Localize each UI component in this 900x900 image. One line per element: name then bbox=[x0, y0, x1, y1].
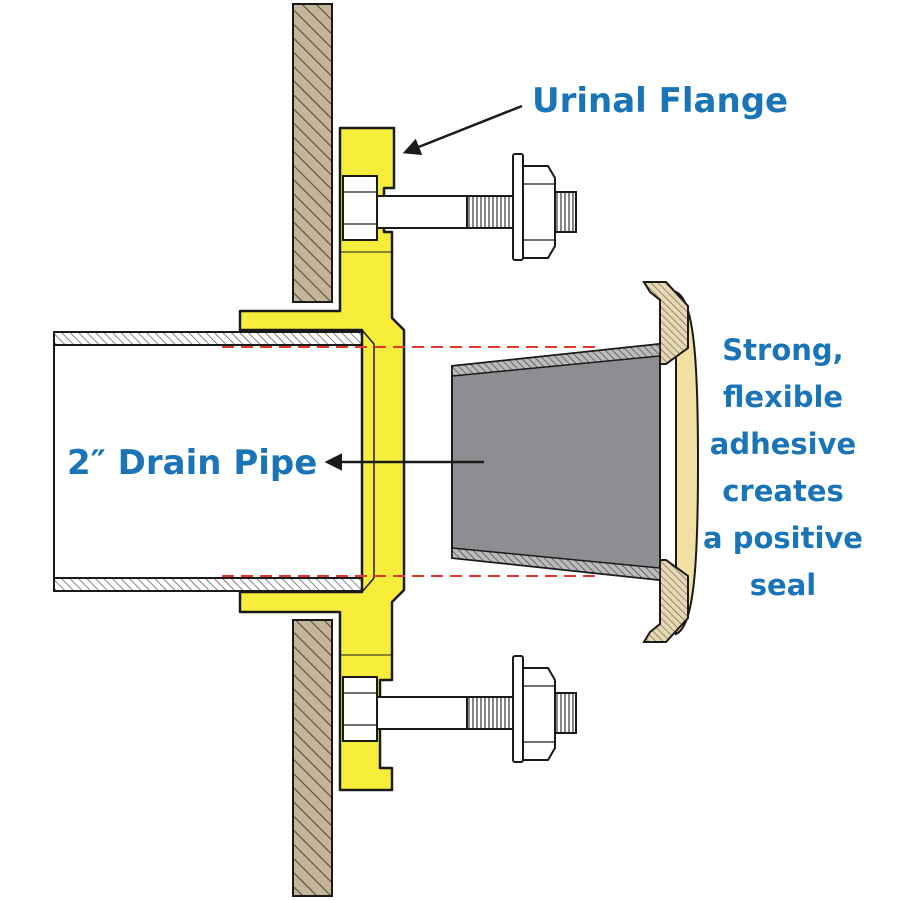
nut-icon bbox=[522, 165, 556, 259]
bolt-shank bbox=[376, 195, 468, 229]
spud-wall-bottom bbox=[451, 547, 661, 581]
bolt-head-icon bbox=[342, 676, 378, 742]
bolt-thread-tip bbox=[554, 692, 577, 734]
upper-bolt-assembly bbox=[342, 153, 577, 261]
drain-pipe bbox=[53, 331, 363, 592]
adhesive-label-line: flexible bbox=[723, 380, 843, 414]
washer-icon bbox=[512, 153, 524, 261]
adhesive-label-line: adhesive bbox=[710, 427, 856, 461]
bolt-thread bbox=[466, 195, 514, 229]
flange-pointer-arrow bbox=[402, 104, 523, 155]
wall-upper bbox=[292, 3, 333, 303]
adhesive-label-line: creates bbox=[722, 474, 844, 508]
adhesive-label-line: Strong, bbox=[722, 333, 843, 367]
flange-inner-detail bbox=[361, 577, 375, 593]
washer-icon bbox=[512, 655, 524, 763]
nut-icon bbox=[522, 667, 556, 761]
drain-pipe-bore bbox=[53, 344, 363, 579]
bolt-head-icon bbox=[342, 175, 378, 241]
drain-pipe-wall-top bbox=[53, 331, 363, 346]
bolt-shank bbox=[376, 696, 468, 730]
spud-wall-top bbox=[451, 343, 661, 377]
adhesive-description-label: Strong, flexible adhesive creates a posi… bbox=[703, 333, 863, 602]
wall-lower bbox=[292, 619, 333, 897]
lower-bolt-assembly bbox=[342, 655, 577, 763]
adhesive-label-line: a positive bbox=[703, 521, 863, 555]
bolt-thread-tip bbox=[554, 191, 577, 233]
spud-flange-lip bbox=[642, 281, 689, 365]
urinal-spud-seal bbox=[451, 281, 700, 643]
bolt-thread bbox=[466, 696, 514, 730]
adhesive-label-line: seal bbox=[750, 568, 816, 602]
flange-inner-detail bbox=[361, 329, 375, 345]
urinal-flange-label: Urinal Flange bbox=[532, 81, 788, 121]
drain-pipe-wall-bottom bbox=[53, 577, 363, 592]
drain-pipe-label: 2″ Drain Pipe bbox=[67, 443, 317, 483]
spud-flange-lip bbox=[642, 559, 689, 643]
